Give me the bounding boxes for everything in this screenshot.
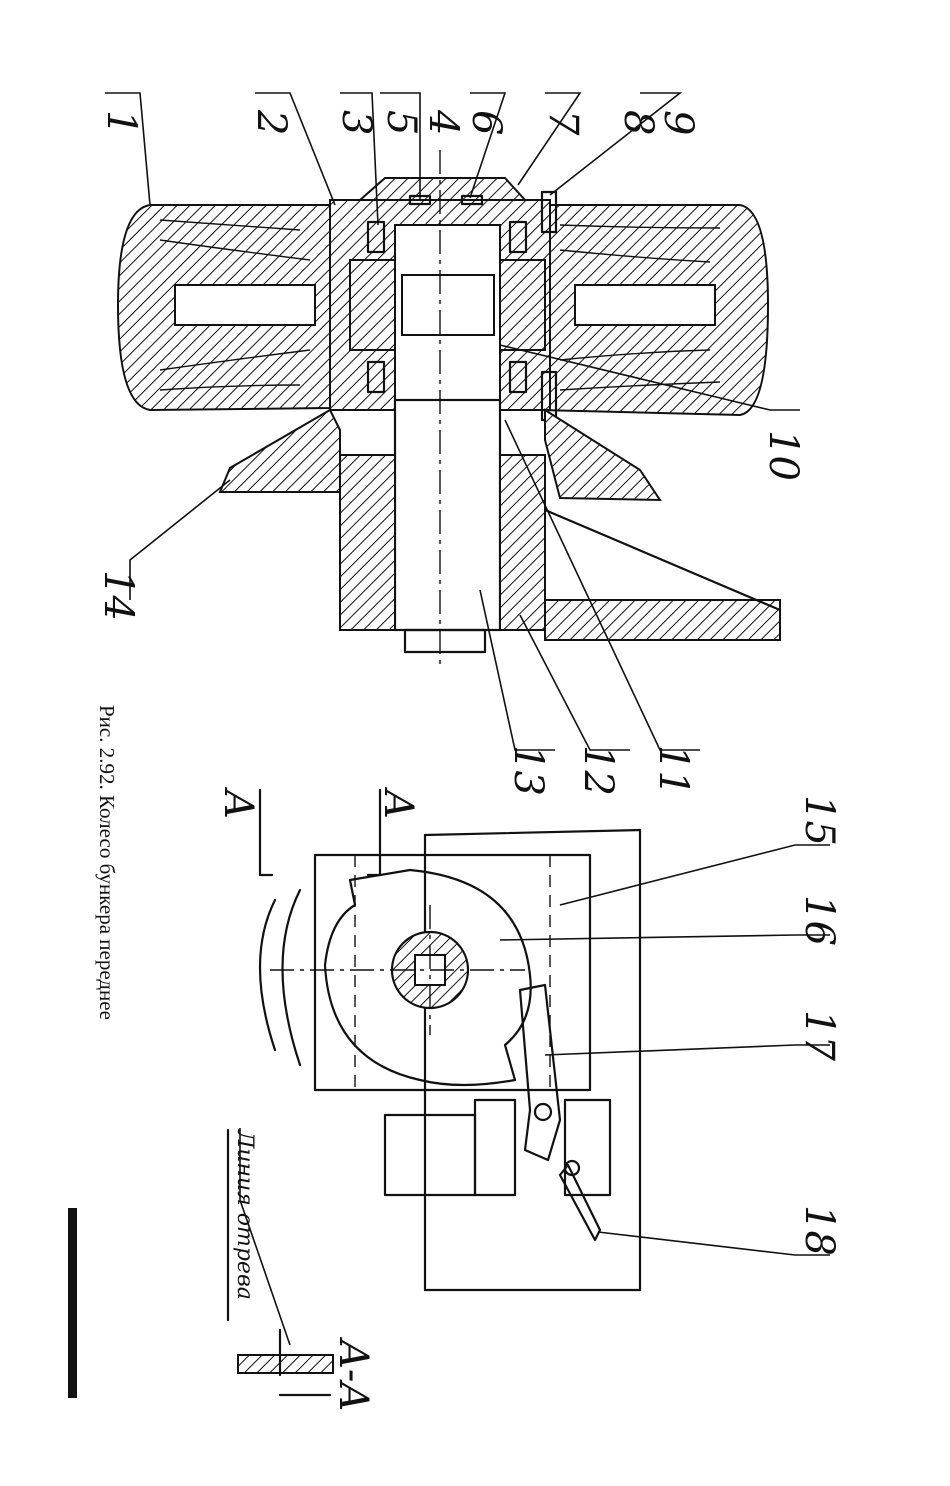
- callout-2: 2: [248, 109, 294, 135]
- section-label: A-A: [330, 1336, 376, 1411]
- callout-4: 4: [420, 109, 466, 135]
- callout-12: 12: [575, 745, 621, 796]
- upper-leaders: [105, 92, 800, 751]
- axle-support: [339, 454, 396, 631]
- section-mark-left: A: [215, 786, 261, 819]
- callout-18: 18: [796, 1205, 842, 1256]
- callout-16: 16: [796, 895, 842, 946]
- callout-3: 3: [333, 110, 379, 135]
- callout-1: 1: [98, 110, 144, 135]
- lever: [558, 1163, 602, 1242]
- callout-5: 5: [378, 110, 424, 135]
- callout-7: 7: [540, 110, 586, 136]
- callout-6: 6: [463, 110, 509, 135]
- bearing-inner-right: [499, 259, 546, 351]
- callout-17: 17: [796, 1010, 842, 1061]
- axle: [393, 398, 502, 632]
- upper-callouts: 1 2 3 5 4 6 7 8 9 10 11 12 13 14: [95, 109, 806, 796]
- callout-11: 11: [650, 745, 696, 796]
- lower-leaders: [239, 844, 830, 1346]
- hub-cap: [357, 177, 528, 201]
- cam-disc: [323, 868, 532, 1087]
- bracket-flange: [218, 408, 341, 493]
- callout-15: 15: [796, 795, 842, 846]
- callout-13: 13: [505, 745, 551, 796]
- guard-arc: [281, 888, 302, 1067]
- scan-edge-bar: [68, 1208, 77, 1398]
- section-markers: A A: [215, 786, 421, 877]
- callout-10: 10: [760, 430, 806, 481]
- bearing-inner-left: [349, 259, 396, 351]
- section-detail: A-A: [237, 1328, 376, 1411]
- callout-8: 8: [615, 110, 661, 135]
- stop-block: [383, 1113, 477, 1197]
- wheel-section-view: [116, 150, 782, 665]
- lower-callouts: 15 16 17 18: [796, 795, 842, 1256]
- handwritten-note: Линия отрева: [232, 1129, 257, 1300]
- pawl: [518, 983, 562, 1162]
- plate: [313, 853, 592, 1092]
- figure-caption: Рис. 2.92. Колесо бункера переднее: [95, 705, 119, 1020]
- callout-14: 14: [95, 570, 141, 621]
- section-mark-right: A: [375, 786, 421, 819]
- frame-beam: [423, 828, 642, 1292]
- stop-mechanism-view: [258, 828, 642, 1292]
- callout-9: 9: [655, 110, 701, 135]
